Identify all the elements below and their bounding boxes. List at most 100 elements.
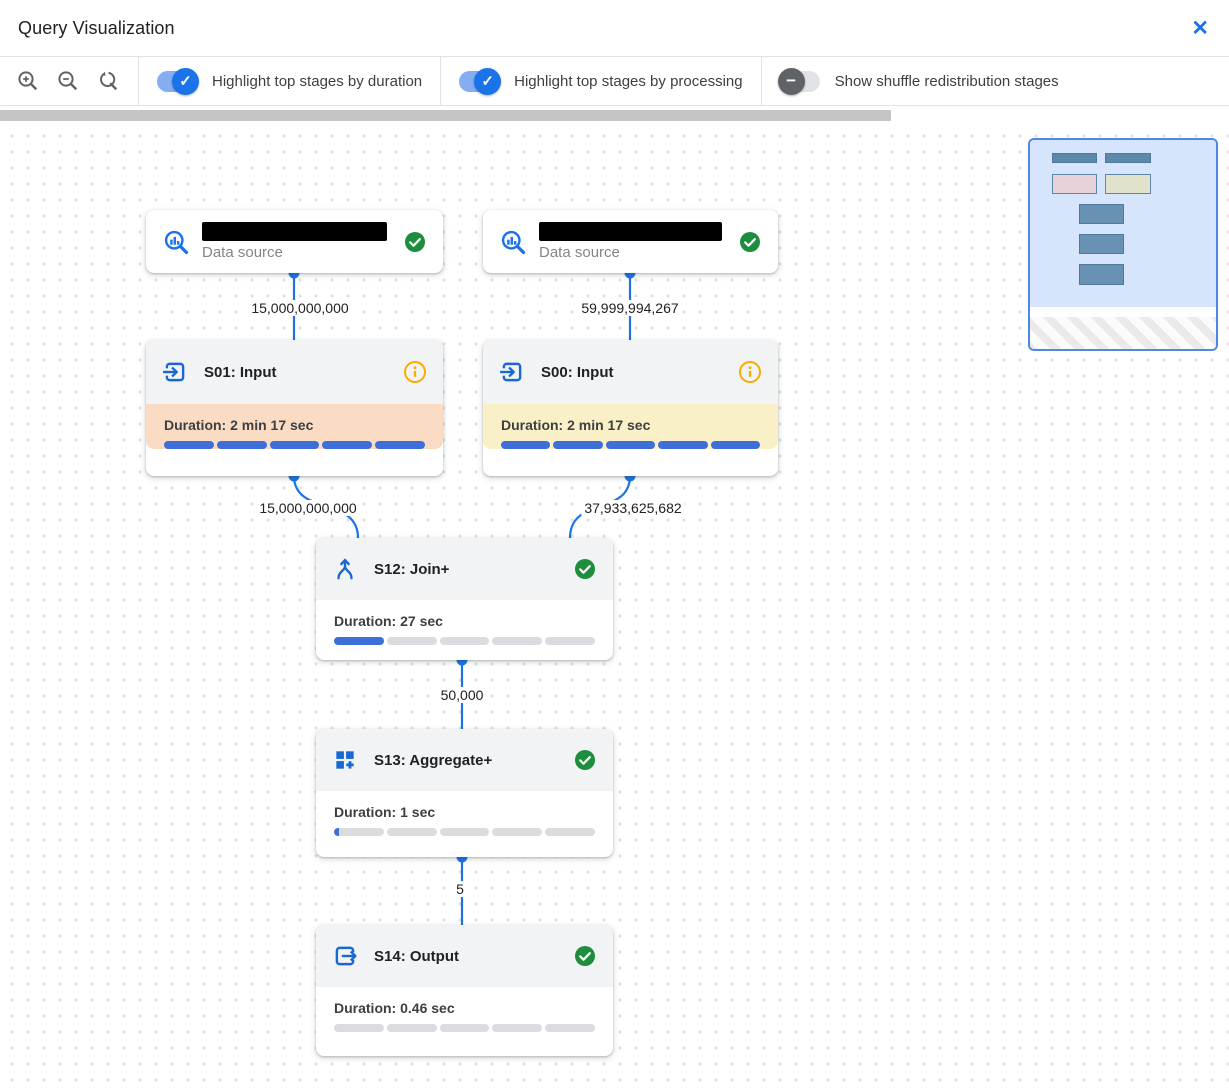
stage-node-s00[interactable]: S00: Input Duration: 2 min 17 sec (483, 340, 778, 476)
progress-segment (269, 441, 320, 449)
success-check-icon (575, 946, 595, 966)
dialog-header: Query Visualization ✕ (0, 0, 1229, 57)
show-shuffle-toggle[interactable]: − (777, 67, 820, 95)
minimap-node (1079, 264, 1124, 285)
progress-segment (386, 637, 437, 645)
stage-duration: Duration: 1 sec (334, 804, 436, 820)
toolbar-divider (760, 57, 762, 105)
stage-title: S14: Output (374, 947, 459, 965)
minimap-gap (1030, 307, 1216, 317)
query-graph-canvas[interactable]: 15,000,000,000 59,999,994,267 15,000,000… (0, 122, 1229, 1090)
progress-segment (545, 1024, 595, 1032)
toolbar-divider (440, 57, 442, 105)
stage-duration: Duration: 2 min 17 sec (164, 417, 314, 433)
stage-node-s13[interactable]: S13: Aggregate+ Duration: 1 sec (316, 729, 613, 857)
info-icon[interactable] (738, 360, 762, 384)
data-source-label: Data source (539, 244, 620, 261)
stage-title: S00: Input (541, 363, 614, 381)
join-icon (337, 558, 353, 580)
minimap-node-highlight-duration (1052, 174, 1097, 194)
progress-segment (322, 441, 373, 449)
minimap-out-of-bounds (1030, 317, 1216, 349)
progress-segment (501, 441, 551, 449)
stage-node-s14[interactable]: S14: Output Duration: 0.46 sec (316, 925, 613, 1056)
progress-segment (545, 828, 595, 836)
progress-segment (710, 441, 761, 449)
output-icon (335, 946, 357, 966)
stage-progress-bar (334, 828, 595, 836)
data-source-node-1[interactable]: Data source (146, 210, 443, 273)
minimap-node-highlight-processing (1105, 174, 1151, 194)
zoom-reset-button[interactable] (96, 69, 120, 93)
toggle-check-icon: ✓ (474, 67, 502, 95)
highlight-processing-label: Highlight top stages by processing (514, 72, 743, 90)
minimap[interactable] (1028, 138, 1218, 351)
highlight-duration-toggle[interactable]: ✓ (157, 67, 199, 95)
data-source-node-2[interactable]: Data source (483, 210, 778, 273)
edge-row-count: 5 (453, 881, 467, 897)
success-check-icon (405, 231, 425, 252)
progress-segment (605, 441, 656, 449)
success-check-icon (740, 231, 760, 252)
bigquery-icon (164, 230, 189, 254)
zoom-out-button[interactable] (56, 69, 80, 93)
progress-segment (334, 637, 384, 645)
stage-progress-bar (334, 637, 595, 645)
stage-node-s12[interactable]: S12: Join+ Duration: 27 sec (316, 538, 613, 660)
toggle-shuffle-group: − Show shuffle redistribution stages (762, 57, 1077, 105)
stage-duration: Duration: 27 sec (334, 613, 443, 629)
progress-segment (334, 1024, 384, 1032)
highlight-processing-toggle[interactable]: ✓ (459, 67, 502, 95)
zoom-out-icon (58, 71, 77, 90)
input-icon (500, 362, 522, 382)
progress-segment (439, 637, 490, 645)
progress-segment (334, 828, 384, 836)
progress-segment (439, 828, 490, 836)
progress-segment (492, 637, 543, 645)
progress-segment (492, 828, 543, 836)
zoom-in-button[interactable] (16, 69, 40, 93)
progress-segment (545, 637, 595, 645)
zoom-in-icon (18, 71, 37, 90)
edge-row-count: 15,000,000,000 (256, 500, 360, 516)
show-shuffle-label: Show shuffle redistribution stages (834, 72, 1059, 90)
success-check-icon (575, 559, 595, 579)
minimap-node (1079, 234, 1124, 254)
zoom-reset-icon (100, 71, 117, 90)
stage-title: S13: Aggregate+ (374, 751, 493, 769)
data-source-label: Data source (202, 244, 283, 261)
progress-segment (492, 1024, 543, 1032)
minimap-node (1105, 153, 1151, 163)
redacted-table-name (202, 222, 387, 241)
close-icon[interactable]: ✕ (1191, 16, 1209, 40)
progress-segment (386, 828, 437, 836)
stage-duration: Duration: 2 min 17 sec (501, 417, 651, 433)
progress-segment (553, 441, 603, 449)
edge-row-count: 50,000 (437, 687, 487, 703)
edge-row-count: 15,000,000,000 (248, 300, 352, 316)
edge-row-count: 37,933,625,682 (581, 500, 685, 516)
minimap-node (1052, 153, 1097, 163)
stage-node-s01[interactable]: S01: Input Duration: 2 min 17 sec (146, 340, 443, 476)
stage-title: S12: Join+ (374, 560, 450, 578)
progress-segment (386, 1024, 437, 1032)
info-icon[interactable] (403, 360, 427, 384)
progress-segment (439, 1024, 490, 1032)
success-check-icon (575, 750, 595, 770)
stage-progress-bar (334, 1024, 595, 1032)
stage-progress-bar (501, 441, 761, 449)
edge-row-count: 59,999,994,267 (578, 300, 682, 316)
input-icon (163, 362, 185, 382)
stage-duration: Duration: 0.46 sec (334, 1000, 455, 1016)
toolbar: ✓ Highlight top stages by duration ✓ Hig… (0, 57, 1229, 106)
toggle-processing-group: ✓ Highlight top stages by processing (441, 57, 760, 105)
horizontal-scrollbar-thumb[interactable] (0, 110, 891, 121)
bigquery-icon (501, 230, 526, 254)
aggregate-icon (336, 751, 354, 769)
progress-segment (216, 441, 267, 449)
toolbar-divider (138, 57, 139, 105)
page-title: Query Visualization (18, 17, 175, 38)
toggle-duration-group: ✓ Highlight top stages by duration (139, 57, 440, 105)
progress-segment (164, 441, 214, 449)
toggle-minus-icon: − (777, 67, 805, 95)
